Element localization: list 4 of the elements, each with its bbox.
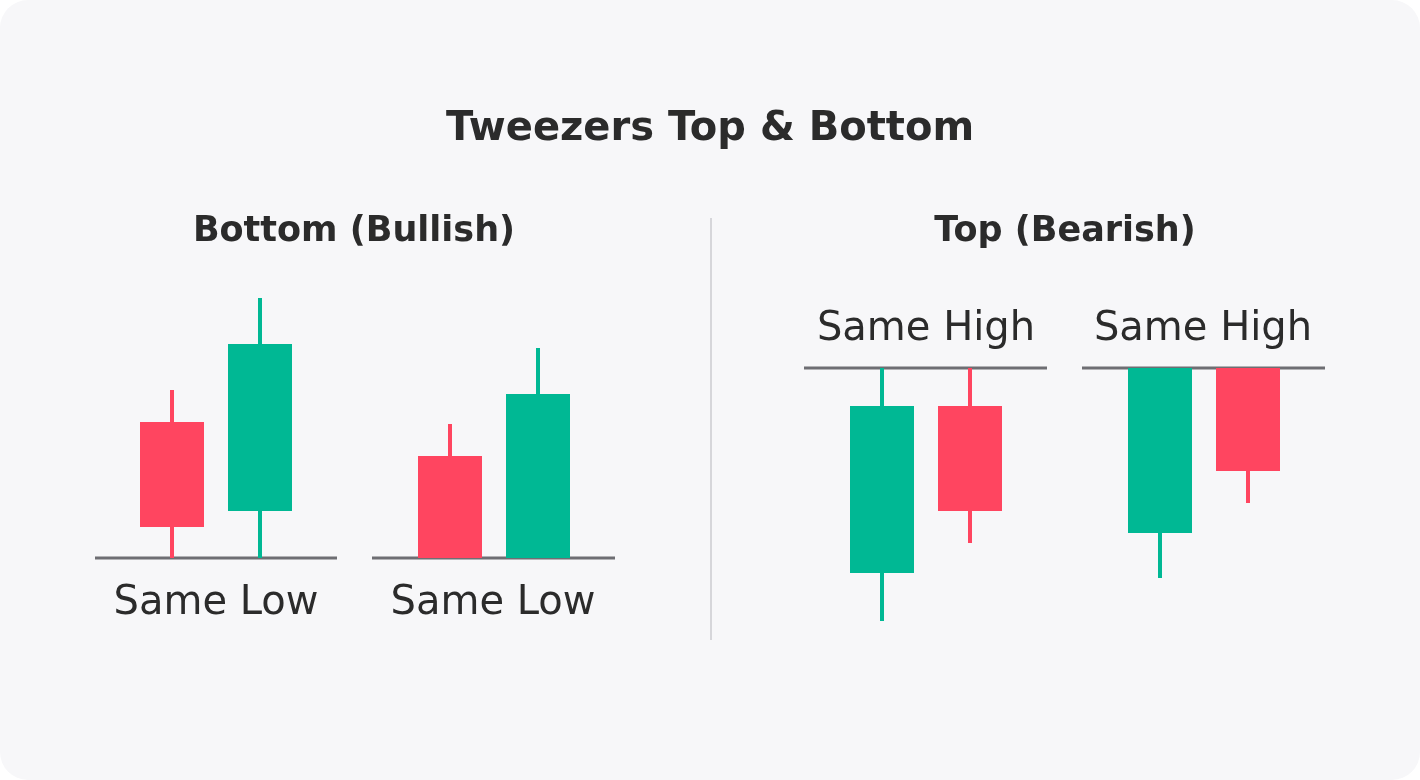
- section-heading: Top (Bearish): [934, 212, 1196, 247]
- section-heading: Bottom (Bullish): [192, 212, 516, 247]
- level-label: Same Low: [390, 580, 596, 620]
- level-label: Same Low: [113, 580, 319, 620]
